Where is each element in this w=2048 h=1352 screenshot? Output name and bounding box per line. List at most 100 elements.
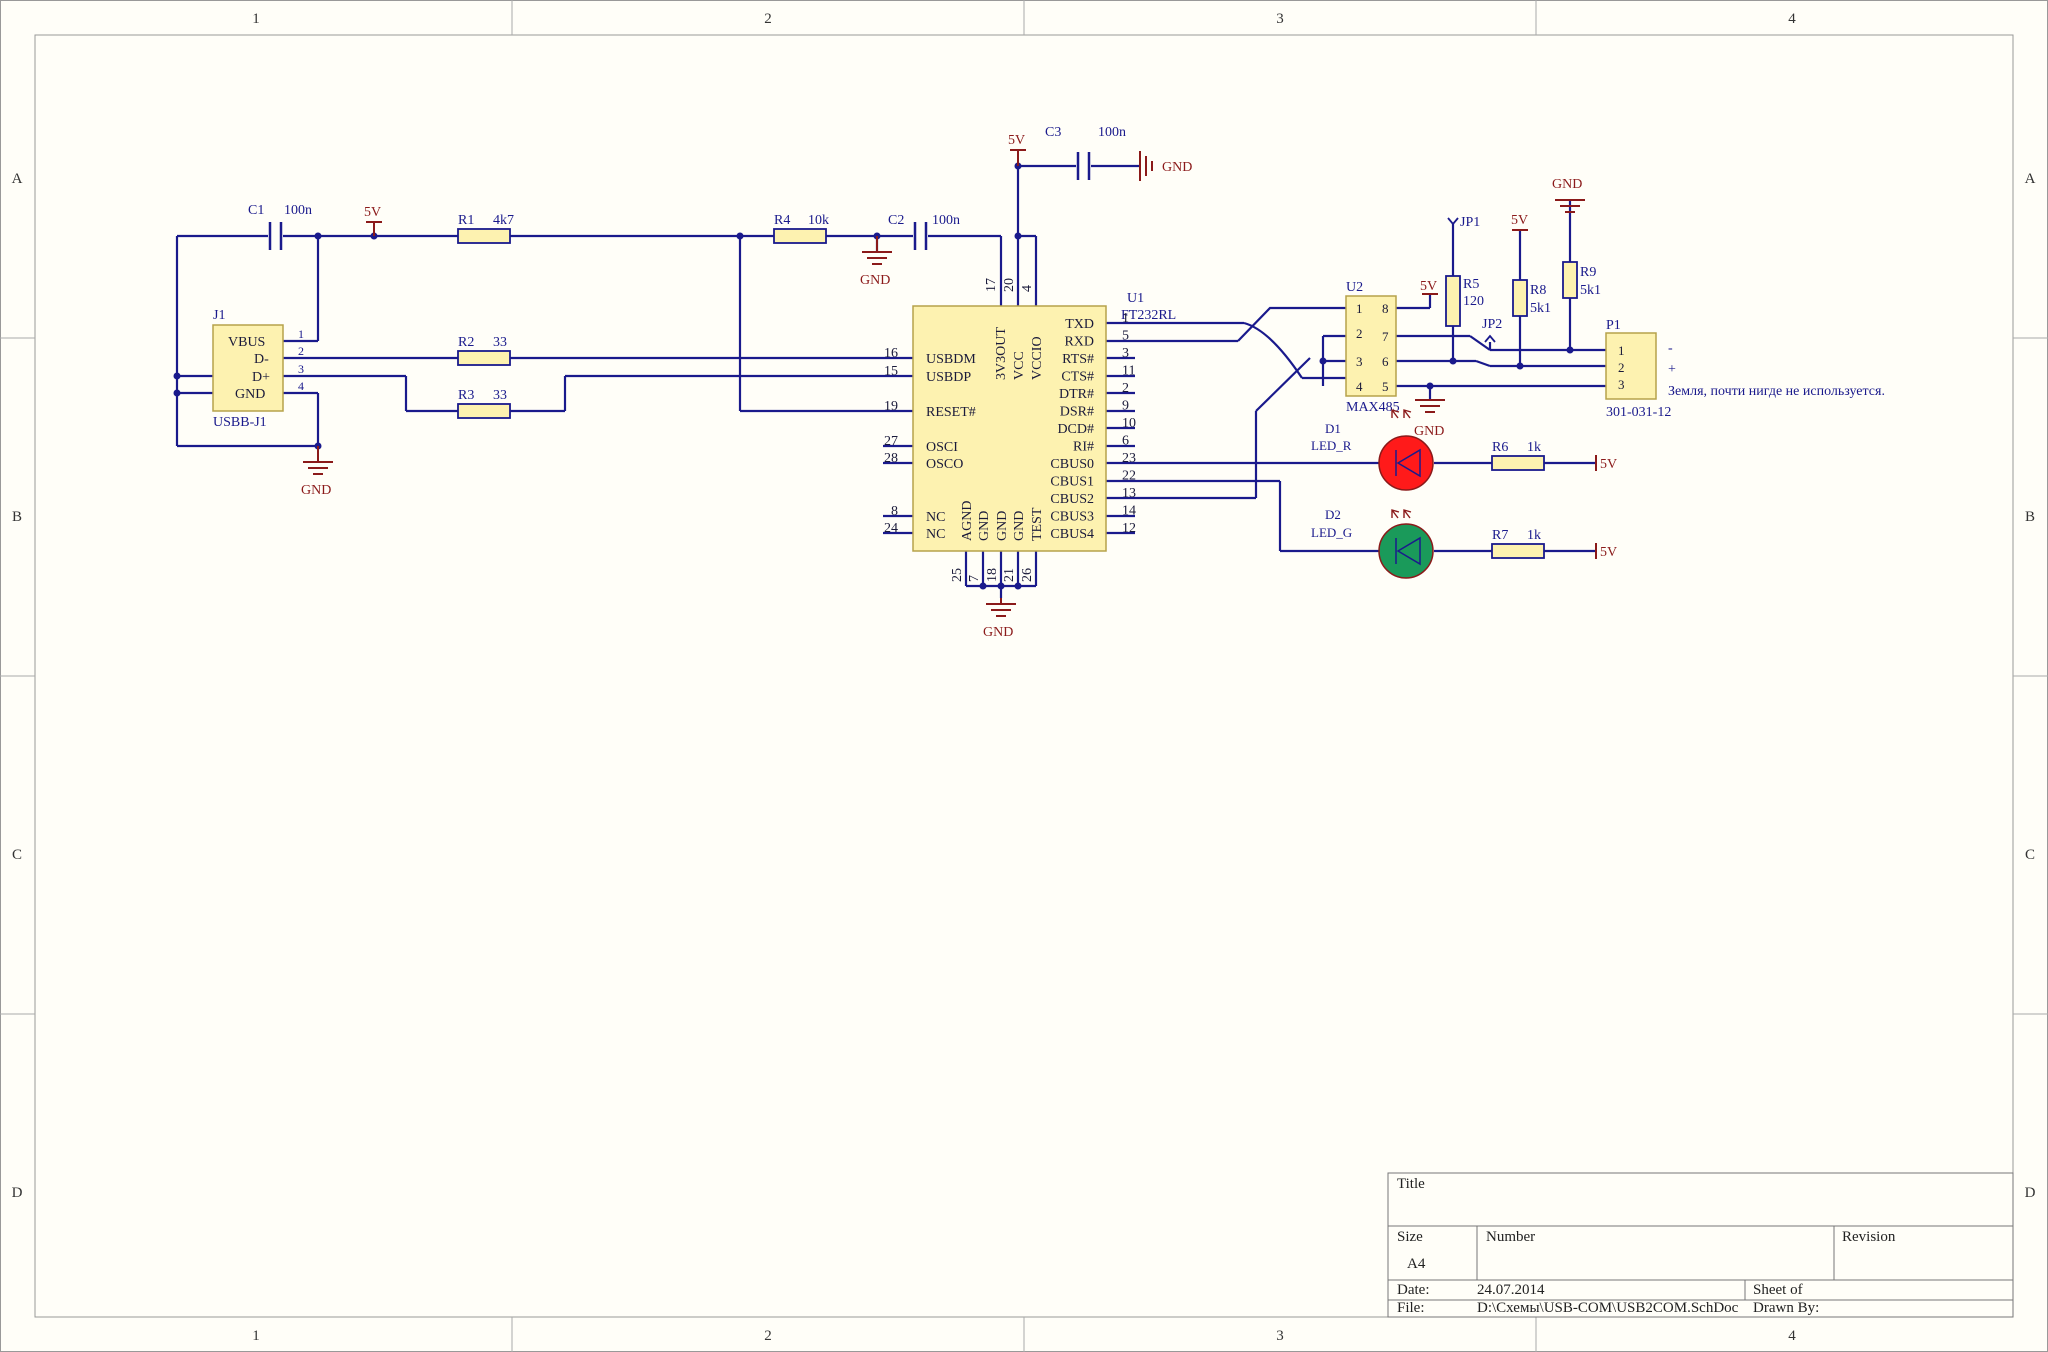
r2-value: 33 xyxy=(493,335,507,350)
led-d2: D2 LED_G xyxy=(1311,507,1434,579)
resistors xyxy=(457,228,1578,559)
zone-col-4-bottom: 4 xyxy=(1788,1328,1796,1344)
u1-pin-name-txd: TXD xyxy=(1065,317,1094,332)
p1-connector: P1 301-031-12 1 2 3 - + Земля, почти ниг… xyxy=(1605,318,1885,420)
title-block xyxy=(1387,1172,2014,1318)
u1-pin-name-reset-2: RESET# xyxy=(926,405,976,420)
zone-col-3-bottom: 3 xyxy=(1276,1328,1284,1344)
u1-pin-num-19: 19 xyxy=(884,399,898,414)
j1-pin-vbus: VBUS xyxy=(228,335,265,350)
r8-ref: R8 xyxy=(1530,283,1546,298)
r1-ref: R1 xyxy=(458,213,474,228)
c3-value: 100n xyxy=(1098,125,1126,140)
d2-name: LED_G xyxy=(1311,525,1352,540)
u2-pin-4: 4 xyxy=(1356,379,1363,394)
u1-pin-num-18: 18 xyxy=(985,568,1000,582)
j1-connector: VBUS D- D+ GND 1 2 3 4 J1 USBB-J1 xyxy=(212,308,304,430)
u1-pin-name-rts: RTS# xyxy=(1062,352,1094,367)
u1-pin-num-16: 16 xyxy=(884,346,898,361)
drawn-label: Drawn By: xyxy=(1753,1300,1819,1316)
u1-pin-name-cbus4: CBUS4 xyxy=(1050,527,1094,542)
u2-ic: U2 MAX485 1 2 3 4 8 7 6 5 xyxy=(1345,280,1400,415)
gnd-label-u2: GND xyxy=(1414,424,1444,439)
u1-pin-name-usbdm-0: USBDM xyxy=(926,352,976,367)
power-symbols xyxy=(303,149,1597,617)
u1-pin-num-10: 10 xyxy=(1122,416,1136,431)
r5-value: 120 xyxy=(1463,294,1484,309)
u1-ic: U1 FT232RL USBDM16USBDP15RESET#19OSCI27O… xyxy=(884,278,1176,582)
d2-ref: D2 xyxy=(1325,507,1341,522)
size-label: Size xyxy=(1397,1229,1423,1245)
u1-pin-name-agnd-0: AGND xyxy=(960,501,975,541)
r1-value: 4k7 xyxy=(493,213,514,228)
u1-pin-name-3v3out: 3V3OUT xyxy=(994,327,1009,380)
zone-row-b-left: B xyxy=(12,509,22,525)
u1-pin-num-2: 2 xyxy=(1122,381,1129,396)
u1-pin-name-rxd: RXD xyxy=(1064,335,1094,350)
u1-pin-num-7: 7 xyxy=(967,575,982,582)
r3-ref: R3 xyxy=(458,388,474,403)
vcc-label-top-rail: 5V xyxy=(364,205,381,220)
u1-pin-num-20: 20 xyxy=(1002,278,1017,292)
file-value: D:\Схемы\USB-COM\USB2COM.SchDoc xyxy=(1477,1300,1739,1316)
u1-pin-num-28: 28 xyxy=(884,451,898,466)
u1-pin-num-17: 17 xyxy=(984,278,999,292)
u1-pin-name-ri: RI# xyxy=(1073,440,1094,455)
j1-num-3: 3 xyxy=(298,362,304,376)
zone-row-d-right: D xyxy=(2025,1185,2036,1201)
number-label: Number xyxy=(1486,1229,1535,1245)
u1-pin-num-26: 26 xyxy=(1020,568,1035,582)
c2-ref: C2 xyxy=(888,213,904,228)
gnd-label-c2: GND xyxy=(860,273,890,288)
r3-value: 33 xyxy=(493,388,507,403)
u1-pin-num-6: 6 xyxy=(1122,434,1129,449)
u2-pin-1: 1 xyxy=(1356,301,1363,316)
r9-ref: R9 xyxy=(1580,265,1596,280)
vcc-label-u1: 5V xyxy=(1008,133,1025,148)
u1-name: FT232RL xyxy=(1121,308,1176,323)
j1-num-1: 1 xyxy=(298,327,304,341)
power-labels: 5V 5V 5V 5V 5V 5V GND GND GND GND GND GN… xyxy=(301,133,1617,640)
wires xyxy=(175,164,1606,598)
zone-col-4-top: 4 xyxy=(1788,11,1796,27)
u2-pin-8: 8 xyxy=(1382,301,1389,316)
u1-pin-num-12: 12 xyxy=(1122,521,1136,536)
date-value: 24.07.2014 xyxy=(1477,1282,1545,1298)
u1-pin-name-dsr: DSR# xyxy=(1060,405,1094,420)
r7-value: 1k xyxy=(1527,528,1541,543)
u1-pin-num-15: 15 xyxy=(884,364,898,379)
u1-pin-num-21: 21 xyxy=(1002,568,1017,582)
jp2-ref: JP2 xyxy=(1482,317,1502,332)
r6-ref: R6 xyxy=(1492,440,1508,455)
jumper-marks xyxy=(1447,217,1496,343)
j1-pin-dm: D- xyxy=(254,352,269,367)
j1-name: USBB-J1 xyxy=(213,415,267,430)
zone-row-a-left: A xyxy=(12,171,23,187)
p1-note: Земля, почти нигде не используется. xyxy=(1668,384,1885,399)
u1-pin-name-nc-6: NC xyxy=(926,527,945,542)
zone-col-2-bottom: 2 xyxy=(764,1328,772,1344)
c1-ref: C1 xyxy=(248,203,264,218)
gnd-label-c3: GND xyxy=(1162,160,1192,175)
title-label: Title xyxy=(1397,1176,1425,1192)
gnd-label-j1: GND xyxy=(301,483,331,498)
u2-ref: U2 xyxy=(1346,280,1363,295)
j1-num-2: 2 xyxy=(298,344,304,358)
u1-pin-num-23: 23 xyxy=(1122,451,1136,466)
r7-ref: R7 xyxy=(1492,528,1508,543)
u1-pin-name-cbus2: CBUS2 xyxy=(1050,492,1094,507)
j1-pin-gnd: GND xyxy=(235,387,265,402)
vcc-label-led2: 5V xyxy=(1600,545,1617,560)
u1-pin-num-27: 27 xyxy=(884,434,898,449)
u1-pin-name-cbus1: CBUS1 xyxy=(1050,475,1094,490)
r8-value: 5k1 xyxy=(1530,301,1551,316)
zone-row-d-left: D xyxy=(12,1185,23,1201)
revision-label: Revision xyxy=(1842,1229,1896,1245)
c3-ref: C3 xyxy=(1045,125,1061,140)
u2-pin-3: 3 xyxy=(1356,354,1363,369)
u1-pin-name-usbdp-1: USBDP xyxy=(926,370,971,385)
p1-minus-sign: - xyxy=(1668,341,1673,356)
r9-value: 5k1 xyxy=(1580,283,1601,298)
led-d1: D1 LED_R xyxy=(1311,409,1434,491)
